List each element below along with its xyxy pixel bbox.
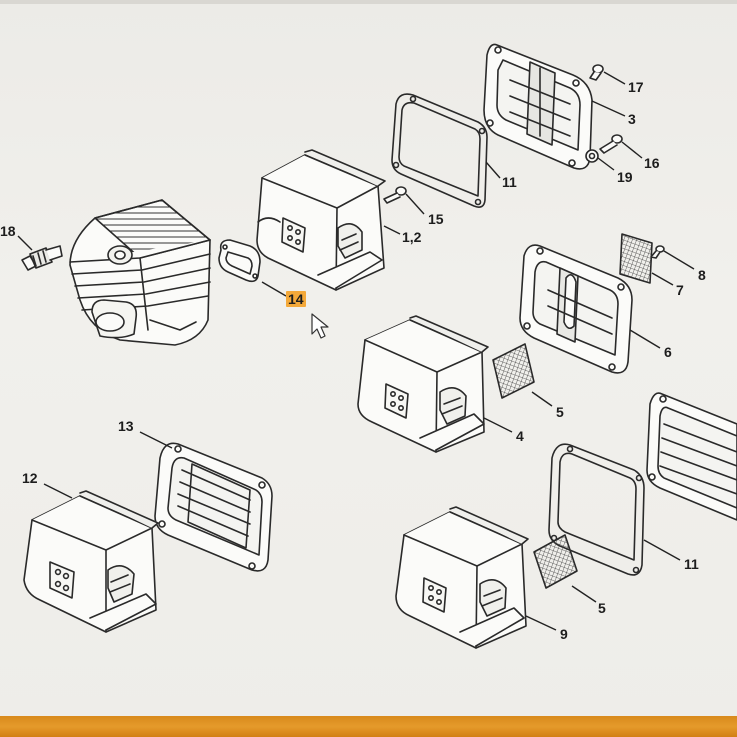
callout-11-upper: 11: [502, 174, 517, 190]
part-6-cover: [519, 244, 633, 374]
callout-19: 19: [617, 169, 633, 185]
callout-12: 12: [22, 470, 38, 486]
part-5-screen-middle: [492, 343, 535, 399]
part-16-screw: [599, 134, 623, 154]
callout-17: 17: [628, 79, 644, 95]
part-5-screen-lower: [533, 534, 578, 589]
part-4-muffler: [357, 315, 489, 453]
part-9-muffler: [395, 506, 529, 649]
callout-16: 16: [644, 155, 660, 171]
callout-15: 15: [428, 211, 444, 227]
callout-11-lower: 11: [684, 556, 699, 572]
part-12-muffler: [23, 490, 159, 633]
monitor-bezel: [0, 0, 737, 4]
part-19-washer: [585, 149, 599, 163]
part-1-2-muffler: [256, 149, 386, 291]
callout-4: 4: [516, 428, 524, 444]
part-18-spark-plug: [21, 245, 63, 271]
part-13-cover: [154, 442, 273, 572]
part-3-cover: [483, 43, 593, 170]
callout-18: 18: [0, 223, 16, 239]
part-17-screw: [589, 64, 604, 81]
callout-1-2: 1,2: [402, 229, 422, 245]
callout-6: 6: [664, 344, 672, 360]
part-8-screw: [650, 245, 665, 259]
callout-13: 13: [118, 418, 134, 434]
callout-5-lower: 5: [598, 600, 606, 616]
part-14-gasket: [218, 239, 261, 283]
callout-9: 9: [560, 626, 568, 642]
bottom-orange-bar: [0, 716, 737, 737]
callout-14-highlighted: 14: [286, 291, 306, 307]
callout-8: 8: [698, 267, 706, 283]
part-11-gasket-lower: [548, 443, 645, 576]
leader-lines: [17, 71, 695, 631]
callout-3: 3: [628, 111, 636, 127]
part-7-screen: [619, 233, 653, 284]
part-11-gasket-upper: [391, 93, 488, 208]
callout-5-middle: 5: [556, 404, 564, 420]
callout-7: 7: [676, 282, 684, 298]
cylinder: [69, 199, 211, 346]
cover-far-right: [646, 392, 737, 521]
mouse-pointer-icon: [311, 313, 329, 339]
part-15-screw: [383, 186, 407, 204]
